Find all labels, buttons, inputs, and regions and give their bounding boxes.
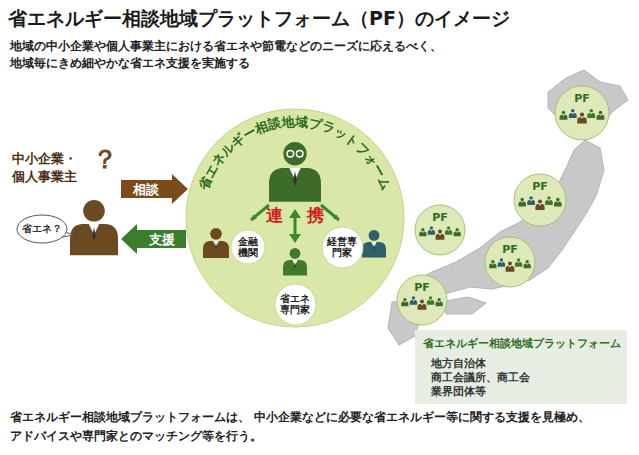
expert-circle: 省エネ専門家 (274, 283, 317, 326)
platform-circle: 省エネルギー相談地域プラットフォーム連携金融機関省エネ専門家 経営専門家 (185, 108, 405, 328)
person-icon (418, 299, 427, 309)
text-holder: PF (484, 244, 536, 255)
expert-label: 経営専門家 (327, 236, 358, 259)
person-icon (554, 198, 562, 207)
expert-label: 金融機関 (238, 236, 259, 259)
person-icon (545, 196, 553, 205)
person-icon (427, 296, 434, 304)
text-holder: 省エネルギー相談地域プラットフォーム（PF）のイメージ (8, 6, 628, 32)
person-icon (498, 258, 505, 266)
person-icon (436, 229, 445, 239)
link-label: 連携 (185, 204, 405, 227)
arrow-label: 支援 (149, 233, 175, 246)
person-icon (70, 200, 118, 255)
text-holder: PF (414, 212, 466, 223)
title: 省エネルギー相談地域プラットフォーム（PF）のイメージ (8, 6, 628, 32)
pf-label: PF (513, 181, 567, 192)
person-icon (203, 228, 229, 258)
text-holder: PF (513, 181, 567, 192)
person-icon (535, 199, 544, 210)
info-panel: 省エネルギー相談地域プラットフォーム地方自治体 商工会議所、商工会 業界団体等 (415, 330, 627, 404)
text-holder: 中小企業・個人事業主 (12, 150, 82, 186)
bubble-text: 省エネ？ (22, 222, 62, 236)
pf-label: PF (554, 93, 610, 104)
platform-arc-title: 省エネルギー相談地域プラットフォーム (195, 114, 394, 193)
pf-circle: PF (554, 85, 610, 141)
text-holder: 省エネルギー相談地域プラットフォームは、 中小企業などに必要な省エネルギー等に関… (10, 408, 600, 445)
panel-body: 地方自治体 商工会議所、商工会 業界団体等 (431, 356, 536, 399)
person-icon (454, 228, 461, 236)
person-icon (428, 226, 435, 234)
person-icon (587, 109, 595, 118)
person-icon (410, 296, 417, 304)
text-holder: PF (396, 282, 448, 293)
person-icon (489, 260, 496, 268)
person-icon (527, 196, 535, 205)
pf-circle: PF (396, 274, 448, 326)
subtitle: 地域の中小企業や個人事業主における省エネや節電などのニーズに応えるべく、 地域毎… (10, 38, 450, 73)
client-label: 中小企業・個人事業主 (12, 150, 82, 186)
text-holder: 相談 (133, 183, 159, 196)
pf-circle: PF (414, 204, 466, 256)
person-icon (283, 248, 307, 276)
person-icon (518, 198, 526, 207)
pf-circle: PF (484, 236, 536, 288)
person-icon (506, 261, 515, 271)
person-icon (269, 142, 321, 202)
person-icon (577, 112, 587, 123)
block-arrow (121, 174, 188, 204)
person-icon (436, 298, 443, 306)
person-icon (401, 298, 408, 306)
person-icon (362, 230, 386, 258)
text-holder: 支援 (149, 233, 175, 246)
text-holder: 地域の中小企業や個人事業主における省エネや節電などのニーズに応えるべく、 地域毎… (10, 38, 450, 73)
expert-circle: 経営専門家 (321, 226, 364, 269)
person-icon (524, 260, 531, 268)
map-honshu (398, 140, 604, 299)
person-icon (569, 109, 577, 118)
person-icon (597, 111, 605, 120)
expert-circle: 金融機関 (230, 229, 266, 265)
panel-heading: 省エネルギー相談地域プラットフォーム (423, 336, 619, 352)
text-holder: ？ (92, 146, 118, 172)
pf-circle: PF (513, 173, 567, 227)
person-icon (515, 258, 522, 266)
text-holder: 連携 (185, 204, 405, 227)
arrow-label: 相談 (133, 183, 159, 196)
text-holder: PF (554, 93, 610, 104)
pf-label: PF (414, 212, 466, 223)
person-icon (445, 226, 452, 234)
pf-label: PF (396, 282, 448, 293)
expert-label: 省エネ専門家 (280, 293, 311, 316)
pf-label: PF (484, 244, 536, 255)
caption: 省エネルギー相談地域プラットフォームは、 中小企業などに必要な省エネルギー等に関… (10, 408, 600, 445)
block-arrow (121, 224, 186, 254)
speech-bubble: 省エネ？ (16, 214, 68, 244)
question-mark: ？ (92, 146, 118, 172)
person-icon (419, 228, 426, 236)
person-icon (560, 111, 568, 120)
